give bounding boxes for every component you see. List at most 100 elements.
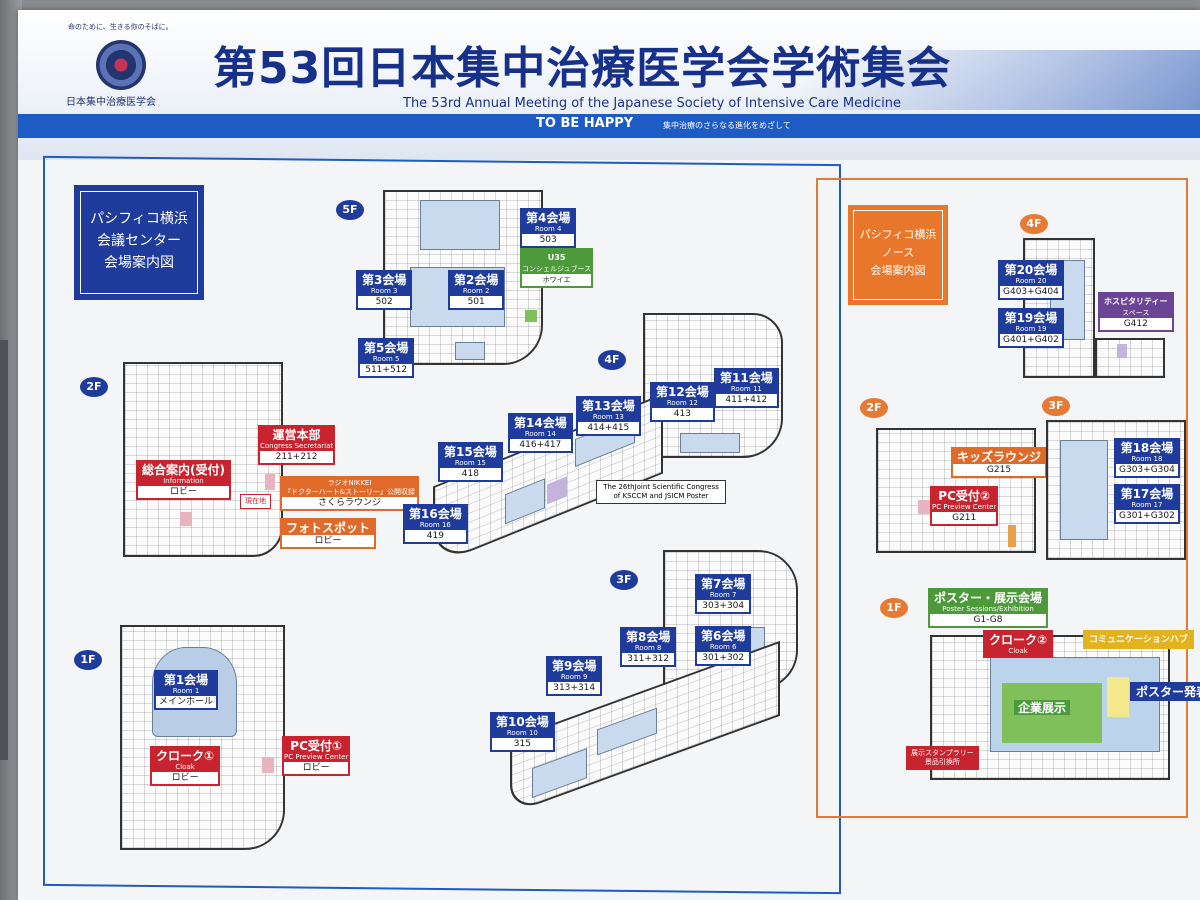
room18-label[interactable]: 第18会場 Room 18 G303+G304	[1114, 438, 1180, 478]
poster-26th-label[interactable]: The 26thJoint Scientific Congress of KSC…	[596, 480, 726, 504]
floor-badge-north-1f: 1F	[880, 598, 908, 618]
floor-badge-5f: 5F	[336, 200, 364, 220]
hall-room9	[597, 707, 657, 756]
venue-poster: 命のために、生きる你のそばに。 日本集中治療医学会 第53回日本集中治療医学会学…	[18, 10, 1200, 900]
room-en: Room 18	[1116, 455, 1178, 464]
hospitality-label[interactable]: ホスピタリティー スペース G412	[1098, 292, 1174, 332]
room10-label[interactable]: 第10会場 Room 10 315	[490, 712, 555, 752]
floor-badge-2f: 2F	[80, 377, 108, 397]
room14-label[interactable]: 第14会場 Room 14 416+417	[508, 413, 573, 453]
kids-area	[1008, 525, 1016, 547]
photo-spot-label[interactable]: フォトスポット ロビー	[280, 518, 377, 549]
room7-label[interactable]: 第7会場 Room 7 303+304	[695, 574, 752, 614]
cloak1-label[interactable]: クローク① Cloak ロビー	[150, 746, 221, 786]
room-no: ロビー	[171, 773, 199, 783]
room8-label[interactable]: 第8会場 Room 8 311+312	[620, 627, 677, 667]
floor-badge-1f: 1F	[74, 650, 102, 670]
info-area	[180, 512, 192, 526]
room-no: G412	[1123, 319, 1148, 329]
room-no: ロビー	[302, 763, 330, 773]
room-name: 第17会場	[1116, 486, 1178, 501]
room-name: 第6会場	[697, 628, 750, 643]
hall-room11-12	[680, 433, 740, 453]
room-en: Cloak	[152, 763, 219, 772]
meeting-title-en: The 53rd Annual Meeting of the Japanese …	[403, 96, 901, 111]
room16-label[interactable]: 第16会場 Room 16 419	[403, 504, 468, 544]
conference-center-sign: パシフィコ横浜 会議センター 会場案内図	[74, 185, 204, 300]
room-name: 第11会場	[716, 370, 777, 385]
room3-label[interactable]: 第3会場 Room 3 502	[356, 270, 413, 310]
room-no: 413	[673, 409, 691, 419]
meeting-title-jp: 第53回日本集中治療医学会学術集会	[213, 43, 952, 94]
room20-label[interactable]: 第20会場 Room 20 G403+G404	[998, 260, 1064, 300]
exhibit-label[interactable]: 企業展示	[1014, 700, 1071, 715]
stamp-line1: 展示スタンプラリー	[908, 748, 977, 758]
comm-hub-label[interactable]: コミュニケーションハブ	[1083, 630, 1194, 649]
room-en: Room 2	[450, 287, 503, 296]
poster-exhibition-label[interactable]: ポスター・展示会場 Poster Sessions/Exhibition G1-…	[928, 588, 1049, 628]
room-name: 第13会場	[578, 398, 639, 413]
room-name: 第12会場	[652, 384, 713, 399]
room4-label[interactable]: 第4会場 Room 4 503	[520, 208, 577, 248]
room6-label[interactable]: 第6会場 Room 6 301+302	[695, 626, 752, 666]
room19-label[interactable]: 第19会場 Room 19 G401+G402	[998, 308, 1064, 348]
room1-label[interactable]: 第1会場 Room 1 メインホール	[154, 670, 219, 710]
room-no: 211+212	[275, 452, 318, 462]
secretariat-label[interactable]: 運営本部 Congress Secretariat 211+212	[258, 425, 336, 465]
sign-line: ノース	[881, 246, 915, 259]
poster-presentation-label[interactable]: ポスター発表	[1130, 682, 1200, 701]
room-no: 411+412	[725, 395, 768, 405]
radio-label[interactable]: ラジオNIKKEI 『ドクターハート&ストーリー』公開収録 さくらラウンジ	[280, 476, 420, 511]
hall-room15	[505, 478, 545, 525]
room-en: Information	[138, 477, 229, 486]
room2-label[interactable]: 第2会場 Room 2 501	[448, 270, 505, 310]
pc1-label[interactable]: PC受付① PC Preview Center ロビー	[282, 736, 351, 776]
room-name: 第5会場	[360, 340, 413, 355]
room-en: Room 15	[440, 459, 501, 468]
room-name: 第2会場	[450, 272, 503, 287]
room11-label[interactable]: 第11会場 Room 11 411+412	[714, 368, 779, 408]
sign-line: 会場案内図	[104, 255, 174, 271]
room-en: Congress Secretariat	[260, 442, 334, 451]
comm-hub-area	[1107, 677, 1129, 717]
u35-location: ホワイエ	[542, 276, 571, 284]
room-name: PC受付②	[932, 488, 997, 503]
room-name: 第18会場	[1116, 440, 1178, 455]
room-name: 第9会場	[548, 658, 601, 673]
room17-label[interactable]: 第17会場 Room 17 G301+G302	[1114, 484, 1180, 524]
cloak2-label[interactable]: クローク② Cloak	[983, 630, 1054, 658]
room-en: Room 11	[716, 385, 777, 394]
room13-label[interactable]: 第13会場 Room 13 414+415	[576, 396, 641, 436]
room-en: Room 1	[156, 687, 217, 696]
poster-area-26th	[547, 476, 567, 505]
hospitality-room	[1117, 344, 1127, 358]
information-label[interactable]: 総合案内(受付) Information ロビー	[136, 460, 231, 500]
logo-tagline: 命のために、生きる你のそばに。	[68, 23, 173, 31]
room9-label[interactable]: 第9会場 Room 9 313+314	[546, 656, 603, 696]
room-name: ポスター・展示会場	[930, 590, 1047, 605]
stamp-rally-label[interactable]: 展示スタンプラリー 景品引換所	[906, 746, 979, 770]
sign-line: 会議センター	[97, 233, 181, 249]
room-en: Room 7	[697, 591, 750, 600]
room-no: 313+314	[553, 683, 596, 693]
poster-presentation-name: ポスター発表	[1132, 684, 1200, 699]
room-name: 総合案内(受付)	[138, 462, 229, 477]
room5-label[interactable]: 第5会場 Room 5 511+512	[358, 338, 415, 378]
floor-plan-north-4f-east	[1095, 338, 1165, 378]
motto-band	[18, 114, 1200, 138]
room-no: 414+415	[587, 423, 630, 433]
room-no: G303+G304	[1119, 465, 1175, 475]
u35-sub: コンシェルジュブース	[522, 265, 592, 274]
room-no: G401+G402	[1003, 335, 1059, 345]
kids-lounge-label[interactable]: キッズラウンジ G215	[951, 447, 1048, 478]
pc2-label[interactable]: PC受付② PC Preview Center G211	[930, 486, 999, 526]
room-name: 第4会場	[522, 210, 575, 225]
room-no: G215	[986, 465, 1012, 475]
u35-label[interactable]: U35 コンシェルジュブース ホワイエ	[520, 248, 594, 288]
room-no: 502	[375, 297, 393, 307]
floor-plan-2f	[123, 362, 283, 557]
room-en: Room 12	[652, 399, 713, 408]
room-no: 303+304	[702, 601, 745, 611]
room12-label[interactable]: 第12会場 Room 12 413	[650, 382, 715, 422]
room15-label[interactable]: 第15会場 Room 15 418	[438, 442, 503, 482]
